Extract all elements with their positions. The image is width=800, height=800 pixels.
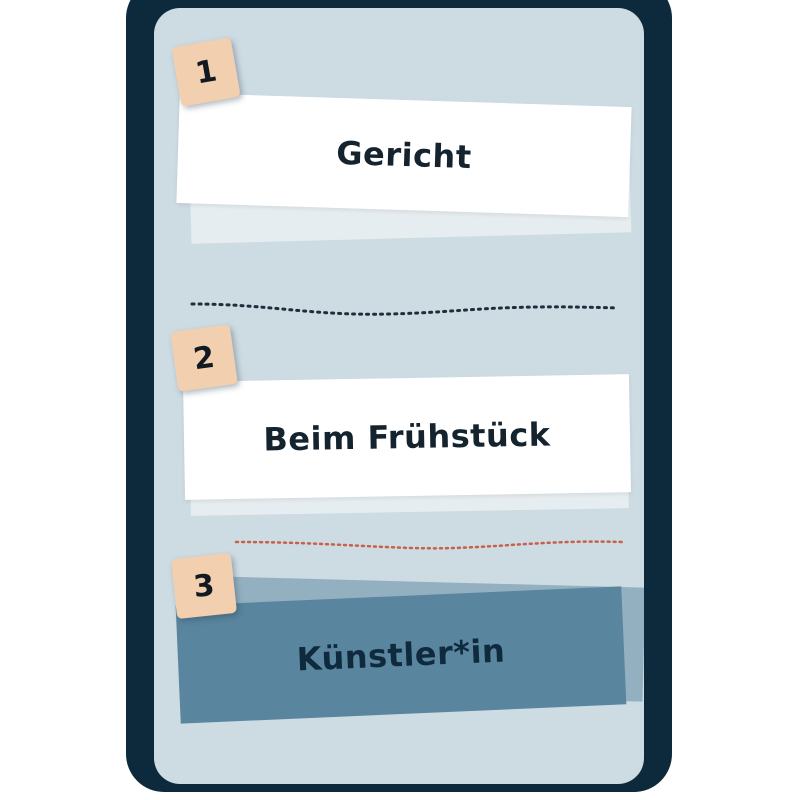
number-tile-2: 2	[170, 324, 238, 392]
row-3-label: Künstler*in	[295, 631, 507, 679]
row-3-number: 3	[191, 567, 217, 605]
strip-1: Gericht	[176, 92, 632, 218]
number-tile-1: 1	[171, 37, 241, 107]
divider-dotted-2	[234, 540, 624, 550]
divider-dotted-1	[190, 302, 620, 316]
row-1-label: Gericht	[335, 133, 473, 177]
card-face: Gericht 1 Beim Frühstück 2 Künstler*in 3	[154, 8, 644, 784]
strip-2: Beim Frühstück	[183, 374, 631, 500]
row-2-label: Beim Frühstück	[263, 415, 551, 459]
row-1-number: 1	[192, 52, 220, 92]
strip-3: Künstler*in	[175, 586, 627, 724]
row-2-number: 2	[191, 339, 217, 377]
number-tile-3: 3	[171, 553, 237, 619]
